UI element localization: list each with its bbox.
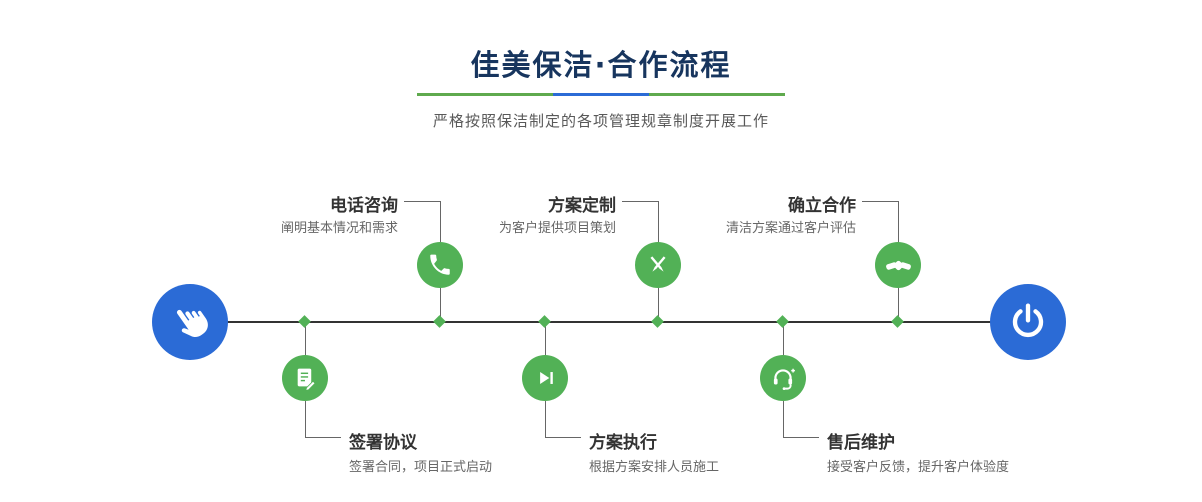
power-icon bbox=[1012, 303, 1044, 338]
step4-title: 签署协议 bbox=[349, 433, 417, 453]
sign-icon bbox=[297, 368, 316, 391]
timeline-line bbox=[190, 321, 1028, 323]
step6-timeline-connector bbox=[783, 323, 784, 355]
step1-title: 电话咨询 bbox=[330, 196, 398, 216]
step4-timeline-connector bbox=[305, 323, 306, 355]
phone-icon bbox=[430, 254, 450, 275]
step4-label-connector bbox=[305, 437, 341, 438]
step6-desc: 接受客户反馈，提升客户体验度 bbox=[827, 460, 1010, 475]
step2-timeline-connector bbox=[658, 288, 659, 321]
step1-timeline-connector bbox=[440, 288, 441, 321]
design-icon bbox=[650, 256, 666, 272]
step1-timeline-marker bbox=[433, 315, 446, 328]
step4-label-connector-v bbox=[305, 401, 306, 438]
step5-timeline-connector bbox=[545, 323, 546, 355]
handshake-icon bbox=[885, 260, 911, 270]
execute-icon bbox=[540, 372, 553, 384]
step2-label-connector bbox=[622, 201, 658, 202]
step5-desc: 根据方案安排人员施工 bbox=[589, 460, 720, 475]
step5-node bbox=[522, 355, 568, 401]
step3-title: 确立合作 bbox=[788, 196, 856, 216]
support-icon bbox=[773, 368, 795, 391]
step4-desc: 签署合同，项目正式启动 bbox=[349, 460, 493, 475]
step4-node bbox=[282, 355, 328, 401]
step2-desc: 为客户提供项目策划 bbox=[498, 221, 616, 236]
step1-node bbox=[417, 242, 463, 288]
step6-timeline-marker bbox=[776, 315, 789, 328]
timeline-start-node bbox=[152, 284, 228, 360]
step3-desc: 清洁方案通过客户评估 bbox=[725, 221, 856, 236]
step3-label-connector-v bbox=[898, 201, 899, 242]
title-divider-accent bbox=[553, 93, 649, 96]
step6-label-connector bbox=[783, 437, 819, 438]
step3-node bbox=[875, 242, 921, 288]
timeline-end-node bbox=[990, 284, 1066, 360]
step5-label-connector-v bbox=[545, 401, 546, 438]
step2-label-connector-v bbox=[658, 201, 659, 242]
step3-timeline-connector bbox=[898, 288, 899, 321]
step6-label-connector-v bbox=[783, 401, 784, 438]
step6-node bbox=[760, 355, 806, 401]
step1-label-connector bbox=[404, 201, 440, 202]
step1-label-connector-v bbox=[440, 201, 441, 242]
page-title: 佳美保洁·合作流程 bbox=[470, 48, 732, 82]
step3-timeline-marker bbox=[891, 315, 904, 328]
step5-label-connector bbox=[545, 437, 581, 438]
step5-title: 方案执行 bbox=[589, 433, 657, 453]
step5-timeline-marker bbox=[538, 315, 551, 328]
step2-title: 方案定制 bbox=[548, 196, 616, 216]
step4-timeline-marker bbox=[298, 315, 311, 328]
page-subtitle: 严格按照保洁制定的各项管理规章制度开展工作 bbox=[432, 112, 769, 130]
step2-node bbox=[635, 242, 681, 288]
step3-label-connector bbox=[862, 201, 898, 202]
step2-timeline-marker bbox=[651, 315, 664, 328]
title-divider bbox=[417, 93, 785, 96]
pointing-hand-icon bbox=[176, 309, 208, 338]
step1-desc: 阐明基本情况和需求 bbox=[280, 221, 398, 236]
step6-title: 售后维护 bbox=[827, 433, 895, 453]
